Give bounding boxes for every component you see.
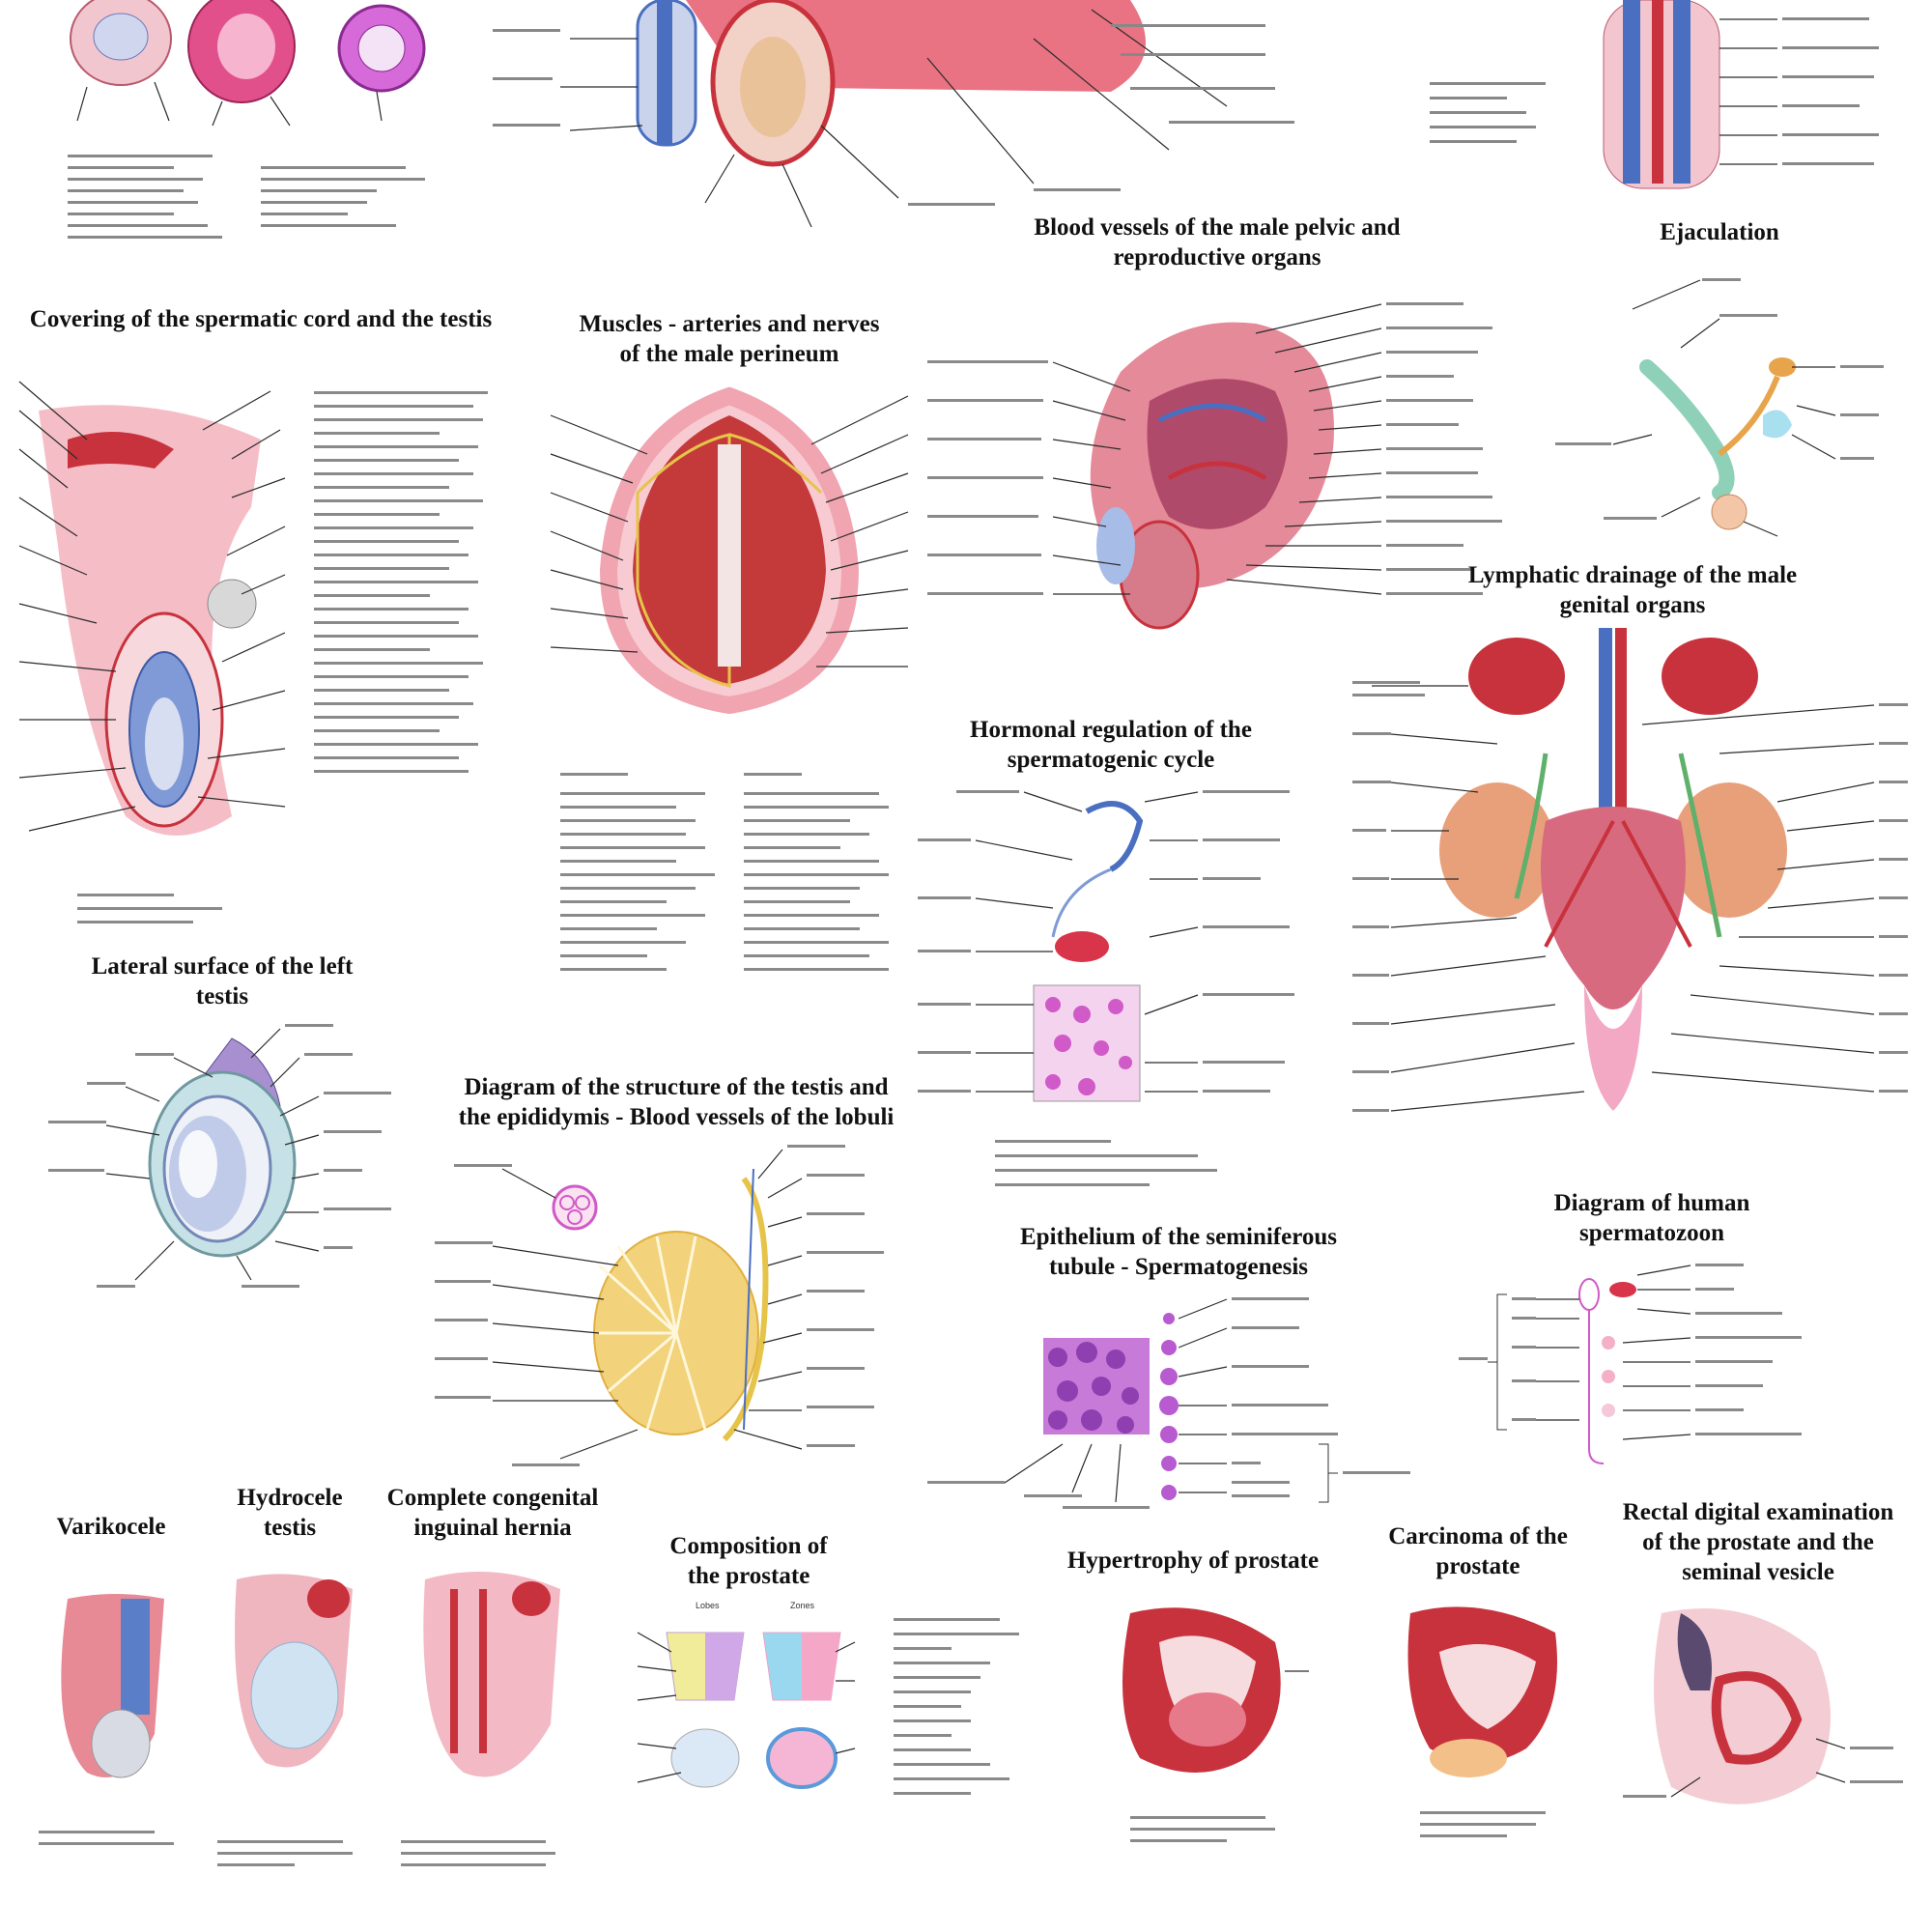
varicocele-illustration [39, 1594, 174, 1845]
panel-varicocele: Varikocele [29, 1502, 193, 1889]
panel-covering: Covering of the spermatic cord and the t… [10, 304, 512, 923]
panel-title: Ejaculation [1660, 219, 1779, 245]
spermatogenesis-illustration [927, 1297, 1410, 1509]
panel-hydrocele: Hydrocele testis [208, 1473, 372, 1889]
panel-epithelium: Epithelium of the seminiferous tubule - … [927, 1222, 1430, 1531]
panel-title: Muscles - arteries and nerves of the mal… [579, 311, 880, 367]
panel-hypertrophy: Hypertrophy of prostate [1053, 1546, 1333, 1874]
panel-lateral: Lateral surface of the left testis [29, 952, 415, 1319]
panel-carcinoma: Carcinoma of the prostate [1352, 1521, 1604, 1879]
panel-ejaculation: Ejaculation [1536, 217, 1903, 537]
rectal-examination-illustration [1623, 1608, 1903, 1804]
panel-spermatozoon: Diagram of human spermatozoon [1401, 1188, 1903, 1478]
panel-structure: Diagram of the structure of the testis a… [435, 1072, 918, 1488]
spermatozoon-illustration [1459, 1264, 1802, 1464]
lymphatic-drainage-illustration [1352, 628, 1908, 1112]
panel-rectal: Rectal digital examination of the prosta… [1604, 1497, 1913, 1903]
panel-title: Carcinoma of the prostate [1388, 1523, 1568, 1579]
hormonal-cycle-illustration [918, 790, 1294, 1186]
panel-title: Rectal digital examination of the prosta… [1622, 1499, 1894, 1585]
panel-title: Covering of the spermatic cord and the t… [29, 306, 493, 332]
spermatic-cord-illustration [18, 381, 488, 923]
panel-title: Lateral surface of the left testis [91, 953, 354, 1009]
scrotum-section-illustration [493, 0, 1294, 228]
lobes-label: Lobes [696, 1601, 720, 1610]
hydrocele-illustration [217, 1574, 353, 1866]
panel-lymphatic: Lymphatic drainage of the male genital o… [1352, 560, 1913, 1159]
panel-hormonal: Hormonal regulation of the spermatogenic… [918, 715, 1304, 1198]
prostate-composition-illustration [637, 1618, 1019, 1795]
panel-muscles: Muscles - arteries and nerves of the mal… [541, 309, 918, 1005]
hypertrophy-illustration [1122, 1607, 1309, 1842]
panel-title: Composition of the prostate [669, 1533, 828, 1589]
panel-title: Blood vessels of the male pelvic and rep… [1034, 214, 1401, 270]
penis-cross-section-illustration [68, 0, 426, 239]
top-center-scrotum-section [493, 0, 1343, 261]
carcinoma-illustration [1407, 1606, 1557, 1837]
inguinal-hernia-illustration [401, 1572, 560, 1866]
ejaculation-illustration [1555, 278, 1884, 537]
panel-title: Complete congenital inguinal hernia [386, 1485, 599, 1541]
perineum-illustration [550, 386, 909, 971]
panel-title: Hypertrophy of prostate [1066, 1548, 1320, 1574]
panel-title: Epithelium of the seminiferous tubule - … [1019, 1224, 1337, 1280]
panel-title: Diagram of the structure of the testis a… [458, 1074, 895, 1130]
panel-title: Hormonal regulation of the spermatogenic… [970, 717, 1252, 773]
panel-title: Hydrocele testis [237, 1485, 343, 1541]
top-right-urethra-section [1430, 0, 1893, 208]
zones-label: Zones [790, 1601, 815, 1610]
testis-structure-illustration [435, 1145, 884, 1466]
urethra-section-illustration [1430, 0, 1879, 189]
panel-title: Lymphatic drainage of the male genital o… [1467, 562, 1798, 618]
panel-title: Diagram of human spermatozoon [1553, 1190, 1750, 1246]
panel-blood-vessels: Blood vessels of the male pelvic and rep… [927, 213, 1507, 667]
top-left-cross-sections [48, 0, 454, 261]
pelvic-vessels-illustration [927, 302, 1502, 630]
panel-title: Varikocele [56, 1514, 166, 1540]
lateral-testis-illustration [48, 1024, 391, 1288]
panel-prostate-composition: Composition of the prostate Lobes Zones [599, 1531, 1043, 1898]
panel-hernia: Complete congenital inguinal hernia [386, 1473, 599, 1889]
